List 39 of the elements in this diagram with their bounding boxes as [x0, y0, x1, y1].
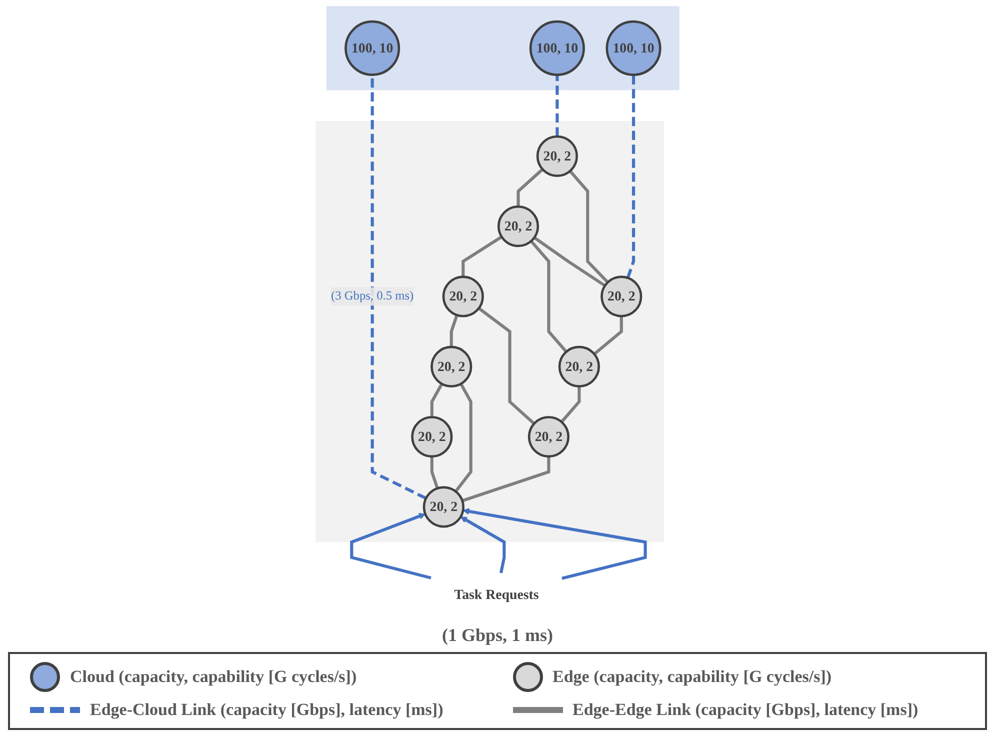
connector: [533, 236, 606, 287]
node-circle: 20, 2: [422, 486, 464, 528]
connector: [568, 170, 609, 284]
connector: [462, 456, 550, 502]
node-circle: 20, 2: [528, 416, 570, 458]
cluster: [316, 121, 664, 542]
connector: [450, 314, 458, 347]
connector: [462, 236, 502, 277]
connector: [560, 386, 581, 423]
node-circle: 20, 2: [558, 346, 600, 388]
legend-text: Cloud (capacity, capability [G cycles/s]): [70, 667, 357, 687]
node-text: Task Requests: [454, 586, 539, 602]
connector: [626, 74, 636, 278]
cluster: [326, 6, 680, 90]
connector: [593, 316, 623, 356]
node-circle: 100, 10: [344, 20, 400, 76]
connector: [516, 168, 544, 207]
connector: [430, 383, 444, 418]
connector: [530, 240, 568, 353]
connector: [556, 74, 559, 136]
legend-text: Edge-Edge Link (capacity [Gbps], latency [ms]): [572, 700, 918, 720]
connector: [454, 383, 472, 492]
legend-text: Edge (capacity, capability [G cycles/s]): [552, 667, 832, 687]
node-circle: 20, 2: [600, 276, 642, 318]
node-circle: 20, 2: [536, 135, 578, 177]
connector: [478, 307, 536, 425]
arrow: [350, 512, 432, 580]
node-circle: 100, 10: [529, 20, 585, 76]
edge-label: (3 Gbps, 0.5 ms): [331, 290, 414, 303]
arrow: [462, 508, 647, 580]
legend-text: Edge-Cloud Link (capacity [Gbps], latency [ms]): [90, 700, 444, 720]
node-circle: 20, 2: [497, 205, 540, 248]
link-annotation: (1 Gbps, 1 ms): [440, 625, 554, 646]
node-circle: 20, 2: [430, 346, 472, 388]
connector: [430, 456, 439, 489]
node-circle: 100, 10: [606, 20, 662, 76]
node-circle: 20, 2: [411, 416, 453, 458]
node-circle: 20, 2: [442, 276, 484, 318]
arrow: [460, 516, 506, 574]
